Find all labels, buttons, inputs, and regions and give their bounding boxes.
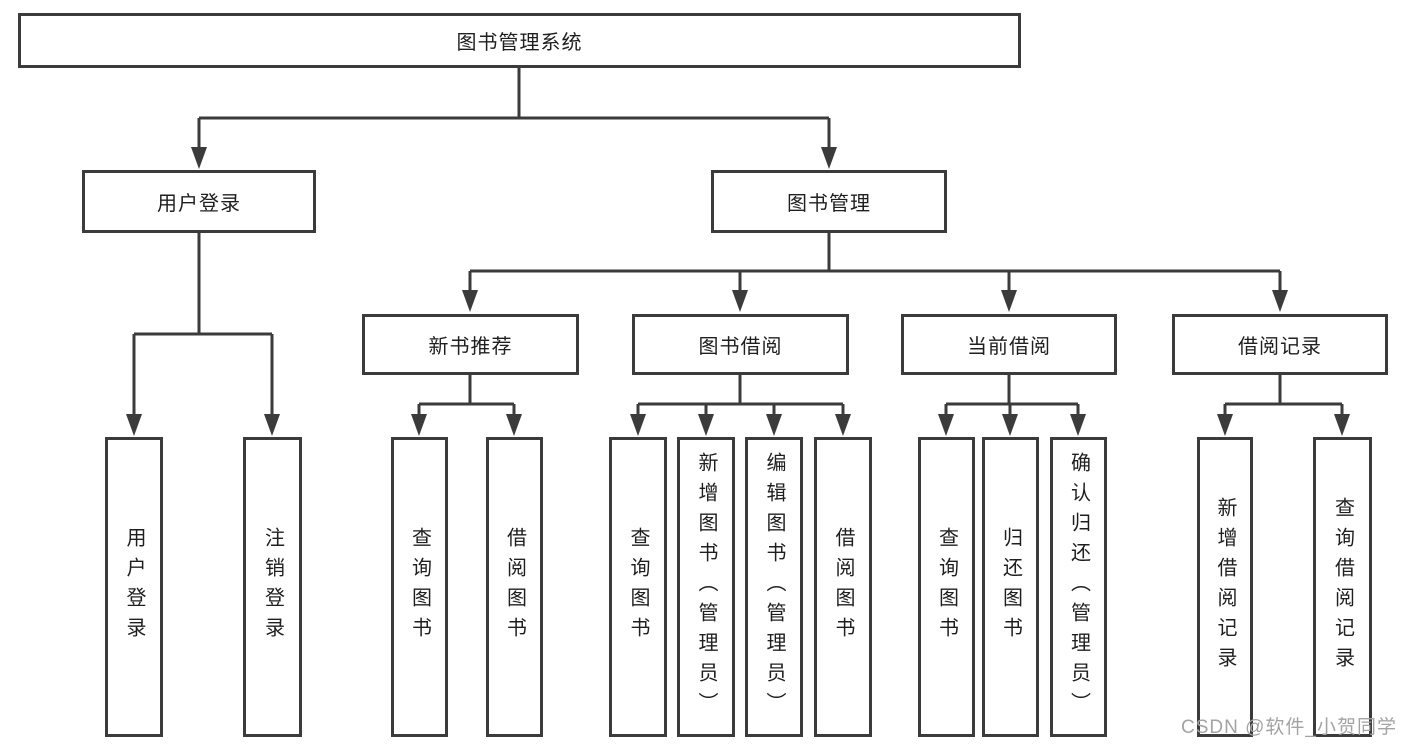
node-leaf-nb-query-books: 查询图书: [391, 437, 448, 737]
node-leaf-cb-return-books: 归还图书: [982, 437, 1039, 737]
node-leaf-logout: 注销登录: [243, 437, 302, 737]
node-leaf-logout-label: 注销登录: [261, 527, 284, 647]
node-leaf-cb-confirm-return-label: 确认归还（管理员）: [1067, 452, 1090, 722]
node-leaf-bb-borrow-books: 借阅图书: [814, 437, 872, 737]
node-leaf-bb-edit-books-label: 编辑图书（管理员）: [763, 452, 785, 722]
node-leaf-nb-borrow-books: 借阅图书: [486, 437, 543, 737]
node-leaf-br-add-record-label: 新增借阅记录: [1214, 497, 1236, 677]
node-leaf-bb-query-books: 查询图书: [609, 437, 667, 737]
node-leaf-bb-edit-books: 编辑图书（管理员）: [745, 437, 803, 737]
node-leaf-bb-add-books: 新增图书（管理员）: [677, 437, 735, 737]
node-leaf-bb-borrow-books-label: 借阅图书: [832, 527, 854, 647]
arrowheads: [126, 147, 1350, 436]
node-book-management: 图书管理: [711, 170, 947, 233]
node-leaf-nb-borrow-books-label: 借阅图书: [503, 527, 526, 647]
node-leaf-cb-query-books: 查询图书: [918, 437, 975, 737]
node-current-borrowing: 当前借阅: [901, 314, 1117, 375]
node-new-book-recommend: 新书推荐: [362, 314, 579, 375]
node-leaf-br-query-record-label: 查询借阅记录: [1331, 497, 1354, 677]
node-leaf-user-login: 用户登录: [105, 437, 163, 737]
node-leaf-br-query-record: 查询借阅记录: [1313, 437, 1372, 737]
node-leaf-cb-confirm-return: 确认归还（管理员）: [1050, 437, 1107, 737]
node-leaf-cb-query-books-label: 查询图书: [935, 527, 958, 647]
node-leaf-br-add-record: 新增借阅记录: [1197, 437, 1253, 737]
node-borrowing-records: 借阅记录: [1172, 314, 1388, 375]
node-leaf-bb-add-books-label: 新增图书（管理员）: [695, 452, 717, 722]
node-leaf-nb-query-books-label: 查询图书: [408, 527, 431, 647]
node-library-management-system: 图书管理系统: [18, 13, 1021, 68]
node-leaf-user-login-label: 用户登录: [123, 527, 145, 647]
node-book-borrowing: 图书借阅: [632, 314, 849, 375]
csdn-watermark: CSDN @软件_小贺同学: [1181, 717, 1397, 738]
node-leaf-cb-return-books-label: 归还图书: [999, 527, 1022, 647]
node-leaf-bb-query-books-label: 查询图书: [627, 527, 649, 647]
node-user-login: 用户登录: [82, 170, 316, 233]
